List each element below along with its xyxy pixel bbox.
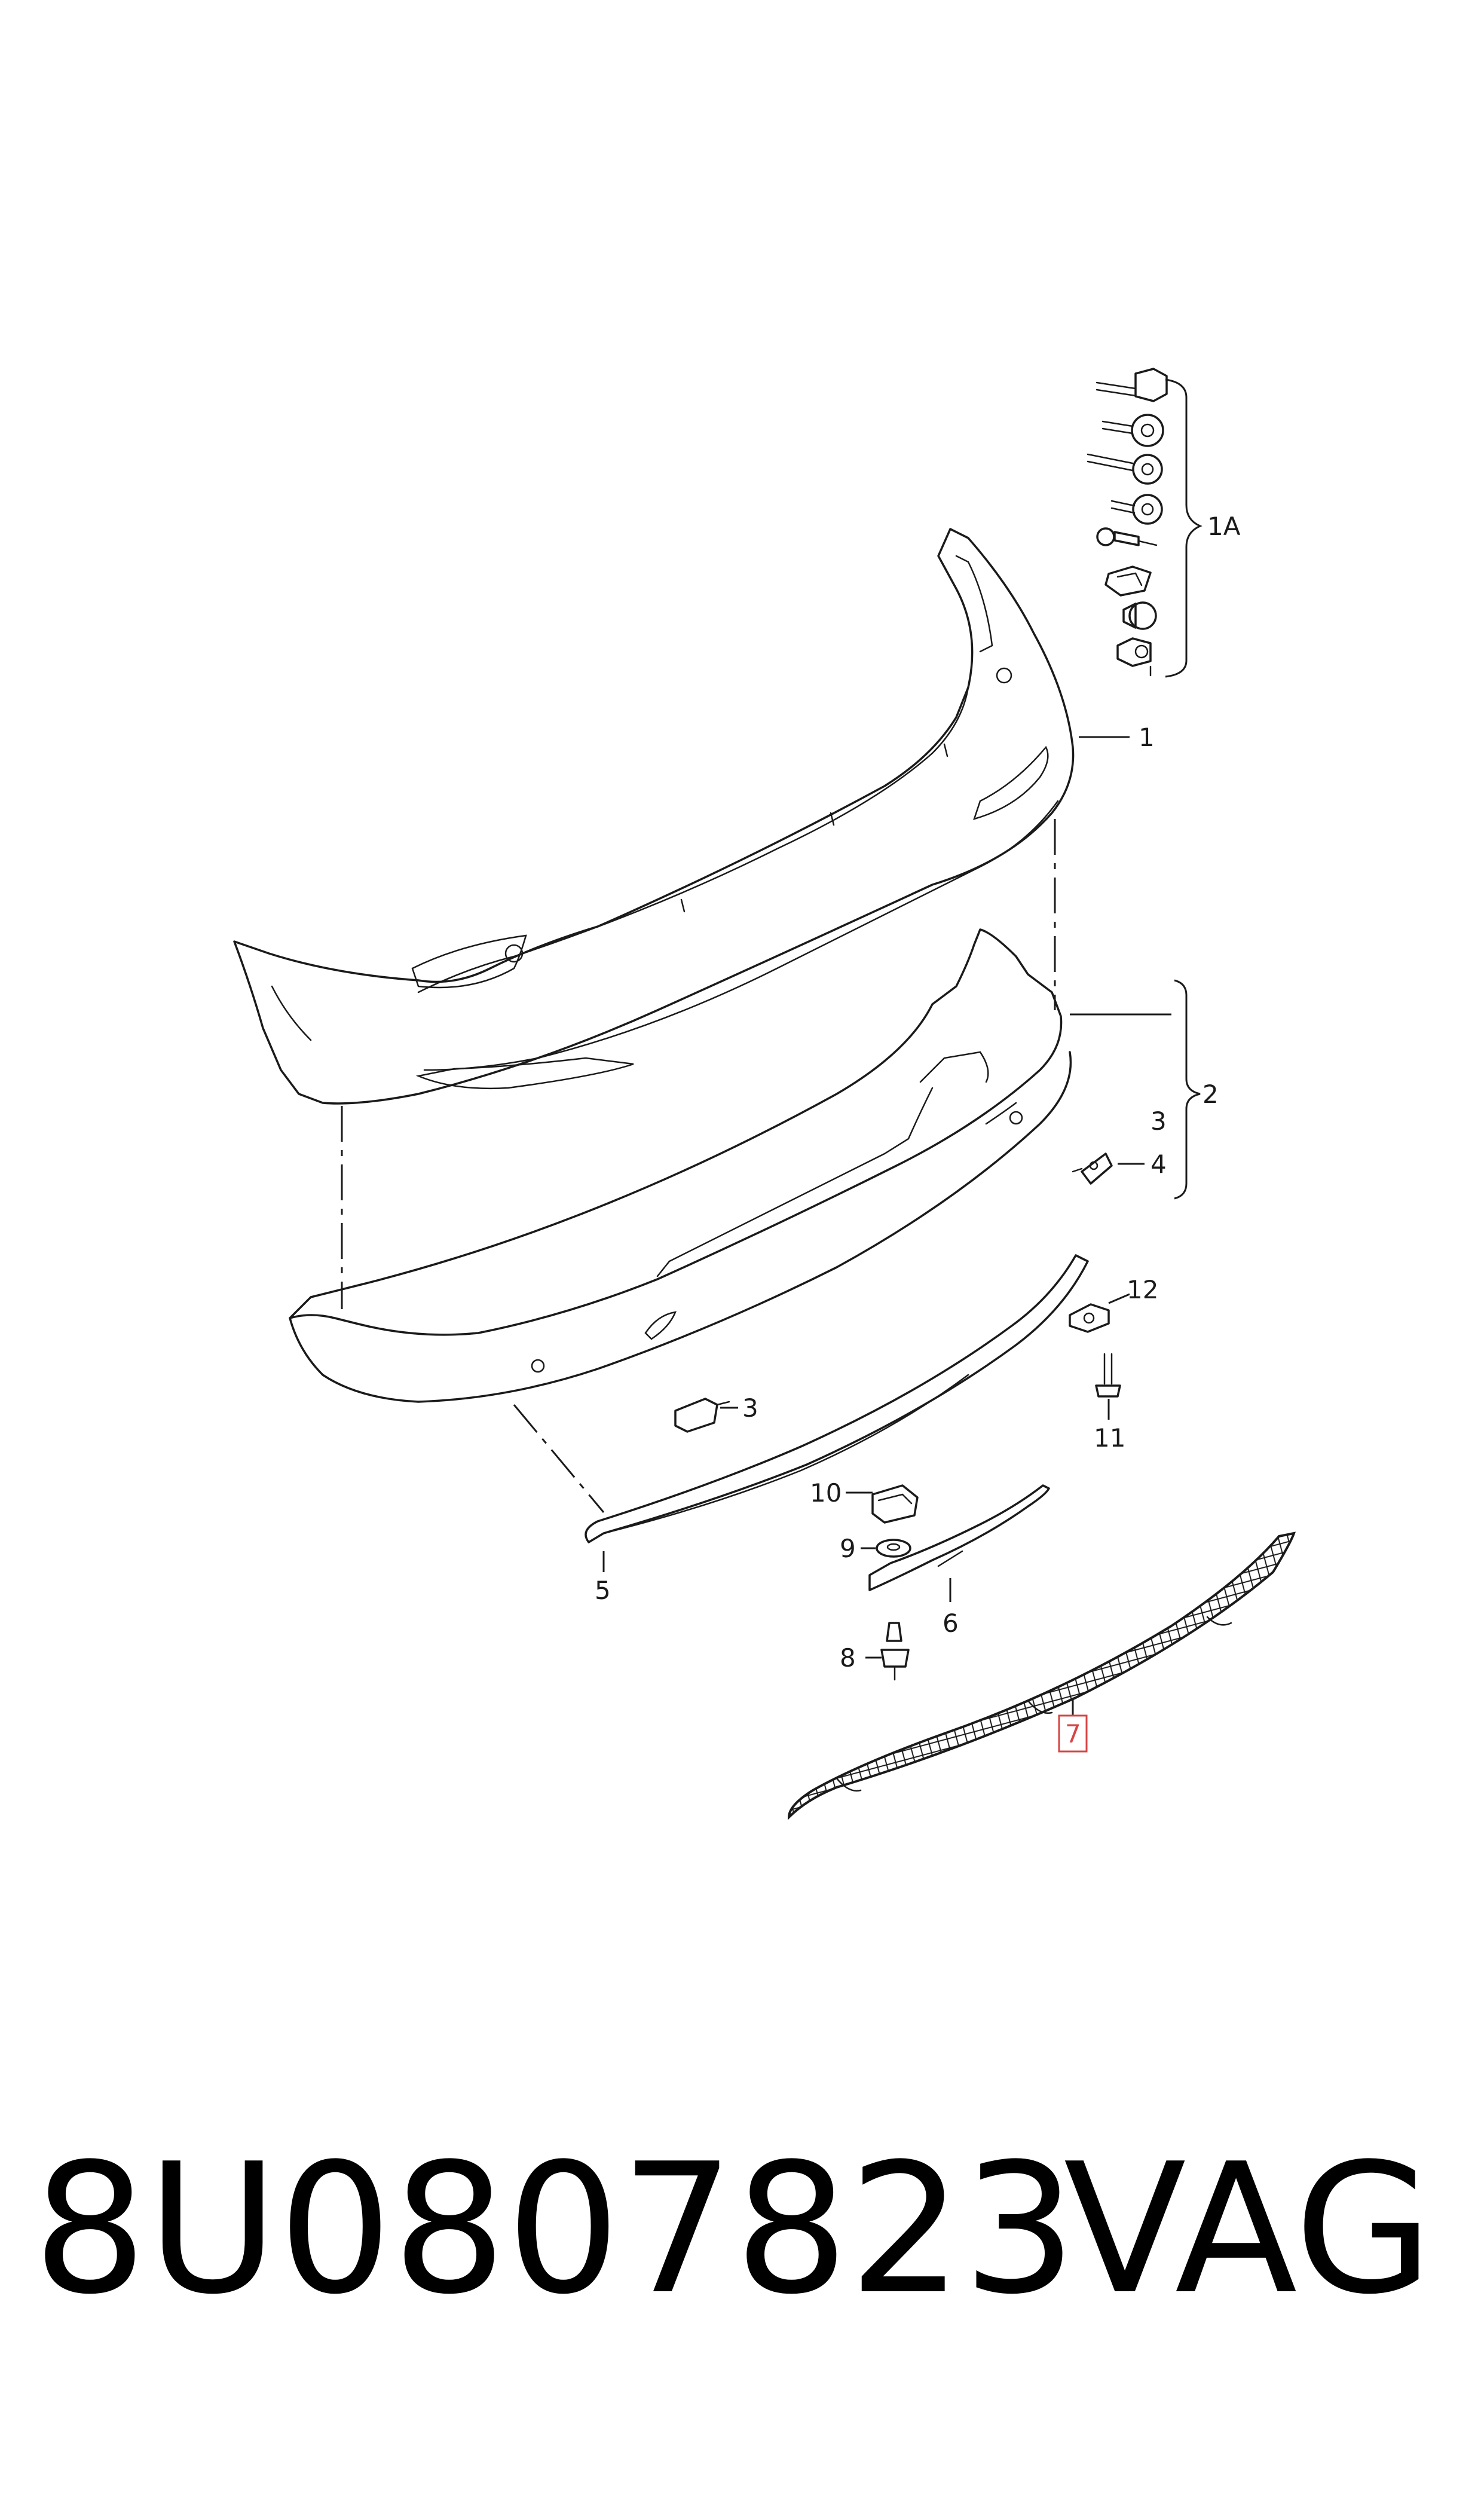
callout-12: 12 [1127,1275,1158,1304]
callout-2: 2 [1203,1080,1219,1109]
callout-10: 10 [810,1478,842,1508]
part-number: 8U0807823 [33,2125,1077,2334]
callout-1: 1 [1139,723,1155,752]
nut-icon [1122,601,1157,630]
callout-6: 6 [943,1609,959,1638]
highlight-box [1058,1714,1088,1753]
tow-eye-cap-part [674,1398,730,1433]
bracket-2 [1174,979,1201,1200]
callout-3-lower: 3 [742,1393,758,1423]
grille-mesh-part [787,1531,1296,1820]
rivet-icon [1096,527,1158,546]
fastener-group-1a [1087,368,1203,678]
callout-8: 8 [840,1643,856,1673]
screw-part [1095,1353,1121,1398]
callout-4: 4 [1151,1150,1167,1179]
group-bracket [1165,378,1203,678]
bolt-icon [1110,494,1163,525]
bolt-icon [1087,453,1163,485]
callout-1a: 1A [1207,512,1241,541]
tow-eye-cap-part [1072,1152,1113,1185]
leader-line-12 [1108,1293,1130,1304]
washer-part [876,1539,911,1558]
callout-5: 5 [595,1576,611,1605]
clip-icon [1104,565,1152,597]
alignment-line [513,1404,605,1513]
callout-7-highlight: 7 [1058,1714,1088,1753]
nut-clip-part [1069,1303,1110,1333]
bolt-icon [1096,368,1168,402]
callout-11: 11 [1094,1423,1125,1453]
mounting-bracket-part [871,1484,919,1524]
trim-strip-part [585,1254,1089,1543]
callout-7: 7 [1065,1719,1081,1748]
callout-3: 3 [1151,1106,1167,1136]
lower-spoiler-part [289,928,1072,1403]
expanding-rivet-part [880,1622,910,1681]
reinforcement-strip-part [868,1484,1050,1591]
brand-label: VAG [1063,2125,1433,2334]
bumper-cover-part [233,528,1075,1105]
callout-9: 9 [840,1534,856,1563]
bolt-icon [1101,414,1164,447]
expansion-nut-icon [1116,637,1152,677]
